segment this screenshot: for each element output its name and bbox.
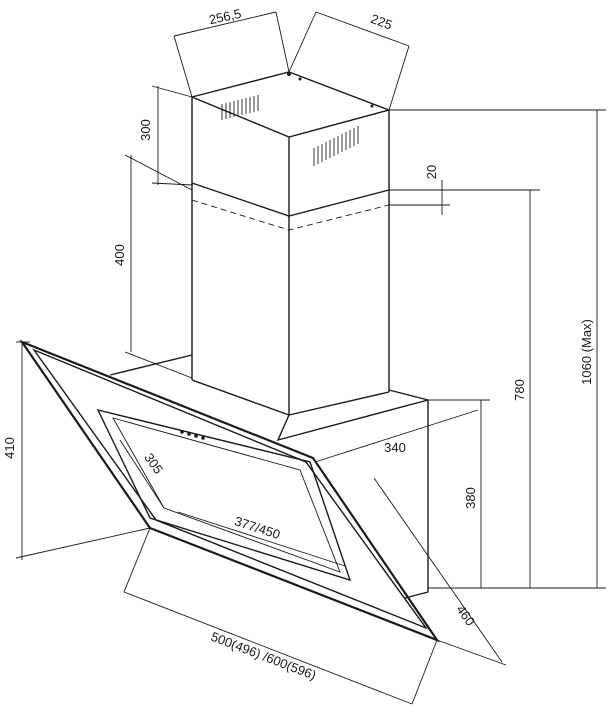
label-upper-height: 300 (138, 119, 153, 141)
dim-body-depth: 340 (314, 399, 480, 463)
label-chimney-depth: 225 (369, 11, 395, 33)
label-body-depth: 340 (384, 440, 406, 455)
dim-inner-height: 305 (119, 439, 166, 509)
hood-body (109, 354, 429, 599)
label-inner-height: 305 (141, 450, 166, 476)
dim-upper-height: 300 (138, 85, 193, 186)
label-chimney-width: 256,5 (208, 6, 243, 27)
label-lower-height: 400 (112, 244, 127, 266)
label-glass-vertical: 410 (2, 437, 17, 459)
dim-chimney-depth: 225 (288, 11, 410, 111)
dim-glass-vertical: 410 (2, 341, 151, 560)
vent-slots-left (221, 95, 259, 120)
lower-chimney (191, 182, 390, 416)
label-body-height: 380 (463, 487, 478, 509)
upper-chimney (189, 71, 392, 218)
label-glass-diagonal: 460 (453, 602, 478, 628)
dim-chimney-width: 256,5 (173, 6, 290, 98)
dim-lower-height: 400 (112, 154, 193, 379)
vent-slots-right (313, 126, 359, 166)
dim-overall-width: 500(496) /600(596) (123, 527, 438, 705)
dim-min-height: 780 (389, 189, 540, 589)
label-max-height: 1060 (Max) (579, 319, 594, 385)
dim-glass-diagonal: 460 (373, 477, 507, 666)
dim-max-height: 1060 (Max) (389, 109, 606, 589)
label-overall-width: 500(496) /600(596) (209, 629, 318, 683)
control-buttons (180, 430, 205, 440)
dim-overlap: 20 (389, 165, 450, 215)
label-overlap: 20 (424, 165, 439, 179)
dim-body-height: 380 (428, 399, 490, 588)
glass-panel (19, 339, 440, 643)
label-min-height: 780 (512, 379, 527, 401)
